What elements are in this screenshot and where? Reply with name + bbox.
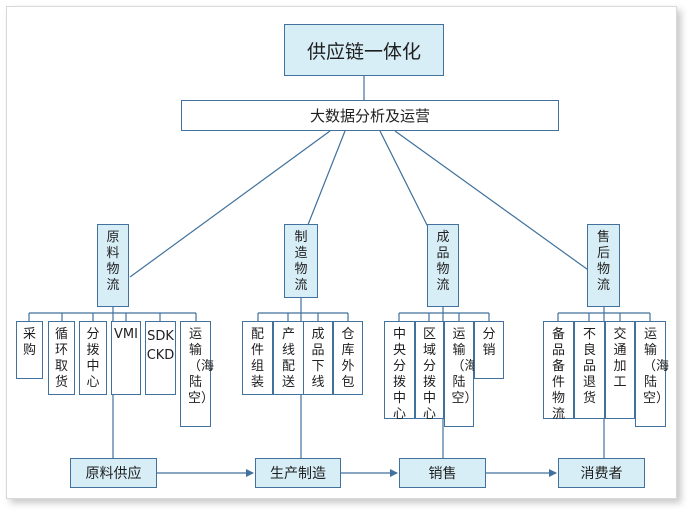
item-regional-distribution: 区域分拨中心: [415, 321, 444, 422]
item-label: 不良品退货: [582, 327, 596, 406]
flow-label: 生产制造: [270, 466, 326, 482]
title-text: 供应链一体化: [306, 40, 421, 63]
item-transport-4: 运输（海陆空）: [635, 321, 670, 427]
item-label: 采购: [22, 327, 36, 358]
flow-label: 原料供应: [85, 466, 142, 482]
item-label: 配件组装: [250, 327, 264, 390]
item-transport-1: 运输（海陆空）: [180, 321, 215, 427]
item-label: 区域分拨中心: [422, 327, 436, 422]
item-finished-offline: 成品下线: [303, 321, 333, 395]
item-distribution-center: 分拨中心: [79, 321, 107, 395]
item-line-delivery: 产线配送: [273, 321, 304, 395]
category-raw-material-logistics: 原料物流: [97, 224, 129, 307]
item-label: 中央分拨中心: [392, 327, 406, 422]
title-box: 供应链一体化: [284, 24, 444, 76]
item-spare-parts-logistics: 备品备件物流: [543, 321, 574, 422]
item-label: 循环取货: [54, 327, 68, 390]
flow-label: 销售: [428, 466, 457, 482]
category-label: 成品物流: [436, 230, 450, 293]
item-defective-returns: 不良品退货: [574, 321, 605, 419]
category-label: 售后物流: [596, 230, 610, 293]
flow-production: 生产制造: [255, 458, 341, 488]
item-sdk-ckd: SDK CKD: [145, 321, 176, 395]
analytics-box: 大数据分析及运营: [181, 100, 559, 131]
item-warehouse-outsourcing: 仓库外包: [333, 321, 363, 395]
analytics-text: 大数据分析及运营: [309, 107, 430, 125]
item-label: 运输（海陆空）: [643, 327, 670, 406]
item-label: 仓库外包: [341, 327, 355, 390]
item-label: 运输（海陆空）: [188, 327, 215, 406]
category-label: 制造物流: [294, 230, 308, 293]
item-label: SDK CKD: [146, 329, 175, 363]
flow-label: 消费者: [580, 466, 623, 482]
item-label: 产线配送: [281, 327, 295, 390]
flow-consumer: 消费者: [558, 458, 645, 488]
item-central-distribution: 中央分拨中心: [384, 321, 415, 422]
item-vmi: VMI: [111, 321, 141, 395]
item-distribution: 分销: [474, 321, 504, 379]
flow-raw-supply: 原料供应: [70, 458, 157, 488]
item-milk-run: 循环取货: [48, 321, 75, 395]
item-label: VMI: [114, 327, 138, 342]
item-parts-assembly: 配件组装: [242, 321, 273, 395]
item-transport-3: 运输（海陆空）: [444, 321, 478, 427]
category-manufacturing-logistics: 制造物流: [284, 224, 318, 298]
item-label: 分销: [482, 327, 496, 358]
category-label: 原料物流: [106, 230, 120, 293]
category-after-sales-logistics: 售后物流: [587, 224, 620, 307]
item-label: 成品下线: [311, 327, 325, 390]
flow-sales: 销售: [399, 458, 486, 488]
item-processing: 交通加工: [605, 321, 635, 419]
item-procurement: 采购: [16, 321, 43, 379]
item-label: 运输（海陆空）: [451, 327, 478, 406]
item-label: 交通加工: [613, 327, 627, 390]
item-label: 备品备件物流: [551, 327, 565, 422]
category-finished-goods-logistics: 成品物流: [427, 224, 459, 307]
item-label: 分拨中心: [86, 327, 100, 390]
